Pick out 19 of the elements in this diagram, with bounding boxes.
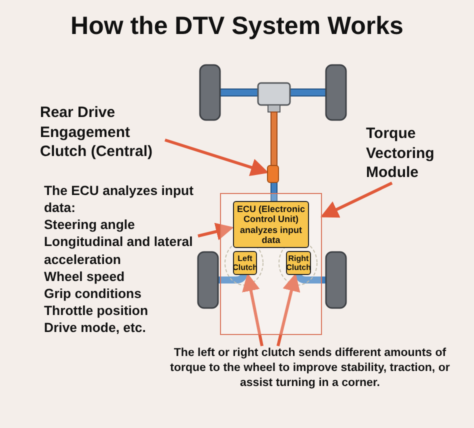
callout-text: Rear Drive Engagement Clutch (Central) (40, 103, 154, 162)
callout-text: Longitudinal and lateral acceleration (44, 233, 194, 268)
control-unit-box: ECU (Electronic Control Unit) analyzes input data (233, 201, 309, 248)
title: How the DTV System Works (70, 12, 404, 41)
callout-text: The left or right clutch sends different amounts of torque to the wheel to improve stability, traction, or assist turning in a corner. (170, 346, 450, 391)
callout-text: Grip conditions (44, 284, 142, 302)
arrow (320, 182, 393, 218)
arrow (242, 273, 264, 346)
arrow (276, 273, 300, 346)
callout-text: Drive mode, etc. (44, 319, 147, 336)
arrow (198, 222, 234, 240)
arrow (164, 138, 269, 176)
module-outline (220, 193, 322, 335)
callout-text: Throttle position (44, 302, 150, 320)
clutch-block (267, 165, 279, 183)
callout-text: Steering angle (44, 216, 136, 234)
callout-text: Wheel speed (44, 268, 126, 285)
callout-text: Torque Vectoring Module (366, 124, 436, 182)
callout-text: The ECU analyzes input data: (44, 182, 194, 216)
